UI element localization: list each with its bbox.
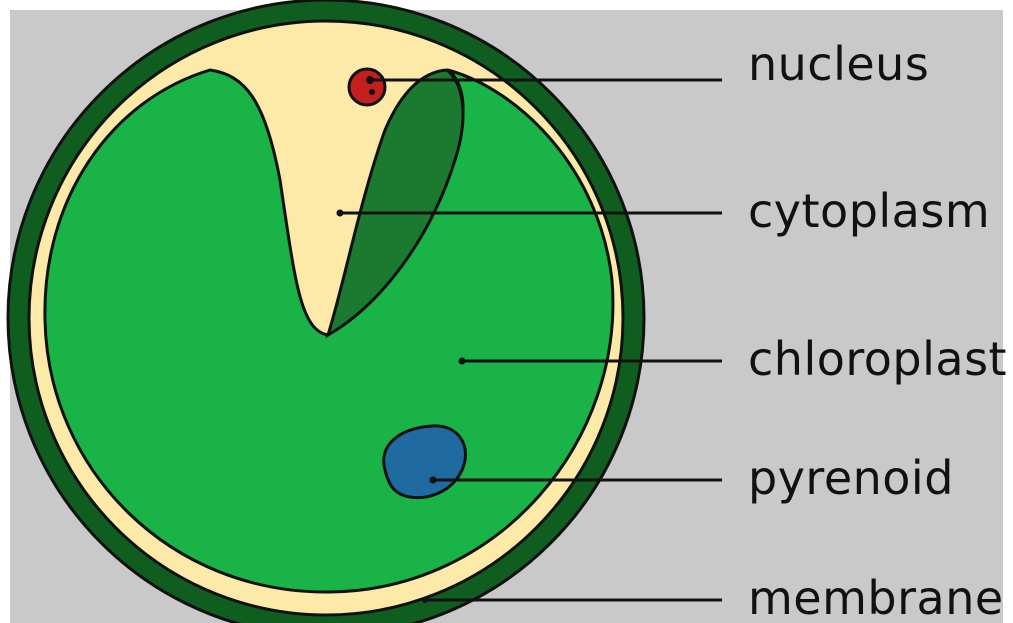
label-chloroplast: chloroplast xyxy=(748,332,1007,386)
pyrenoid-leader-dot xyxy=(430,477,437,484)
chloroplast-leader-dot xyxy=(459,358,466,365)
cytoplasm-leader-dot xyxy=(337,210,344,217)
label-pyrenoid: pyrenoid xyxy=(748,451,954,505)
label-nucleus: nucleus xyxy=(748,37,929,91)
nucleus-outer xyxy=(349,69,385,105)
membrane-leader-dot xyxy=(422,597,428,603)
label-cytoplasm: cytoplasm xyxy=(748,184,990,238)
nucleus-leader-dot xyxy=(369,89,375,95)
label-membrane: membrane xyxy=(748,571,1004,623)
